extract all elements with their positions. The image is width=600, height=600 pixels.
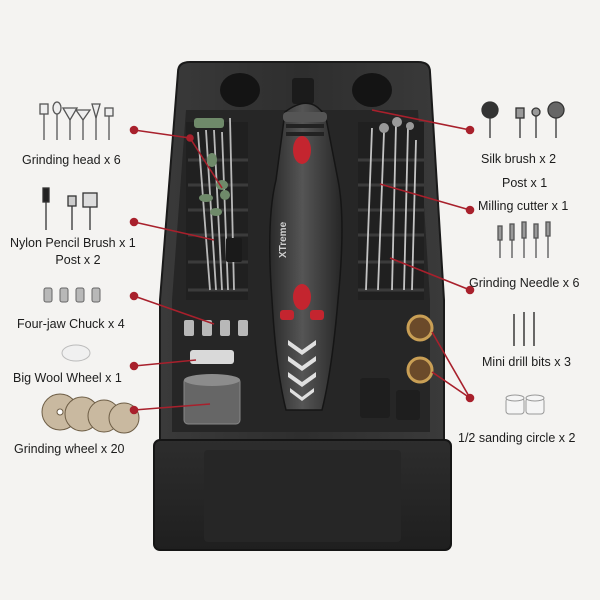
big-wool-wheel-in-case (190, 350, 234, 364)
label-grinding-needle: Grinding Needle x 6 (469, 276, 580, 290)
right-accessory-rack (358, 117, 424, 300)
grinding-head-icon (39, 101, 114, 140)
label-post-left: Post x 2 (55, 253, 101, 267)
nylon-pencil-brush-icon (42, 187, 98, 230)
label-silk-brush: Silk brush x 2 (481, 152, 557, 166)
handle-hole-right (352, 73, 392, 107)
grip-chevrons-icon (288, 340, 316, 401)
rotary-tool: XTreme (269, 102, 343, 411)
label-milling-cutter: Milling cutter x 1 (478, 199, 569, 213)
label-grinding-head: Grinding head x 6 (22, 153, 121, 167)
silk-brush-icon (481, 101, 565, 138)
label-mini-drill-bits: Mini drill bits x 3 (482, 355, 571, 369)
label-four-jaw-chuck: Four-jaw Chuck x 4 (17, 317, 125, 331)
case-sanding-circles (406, 314, 434, 384)
left-accessory-rack (186, 117, 248, 300)
callout-lines (129, 109, 475, 415)
mini-drill-bits-icon (513, 312, 535, 346)
grinding-wheel-icon (41, 393, 140, 434)
big-wool-wheel-icon (61, 344, 91, 362)
handle-hole-left (220, 73, 260, 107)
sanding-circle-icon (505, 394, 545, 415)
label-big-wool-wheel: Big Wool Wheel x 1 (13, 371, 122, 385)
label-sanding-circle: 1/2 sanding circle x 2 (458, 431, 576, 445)
speed-dial-icon (293, 284, 311, 310)
grinding-needle-icon (497, 221, 551, 258)
nylon-pencil-brush (226, 238, 242, 262)
case-slots (360, 378, 420, 420)
label-nylon-pencil-brush: Nylon Pencil Brush x 1 (10, 236, 136, 250)
tool-brand-logo: XTreme (278, 221, 289, 258)
case-small-parts (183, 320, 248, 425)
four-jaw-chuck-icon (43, 287, 101, 303)
power-switch-icon (293, 136, 311, 164)
label-grinding-wheel: Grinding wheel x 20 (14, 442, 125, 456)
label-post-right: Post x 1 (502, 176, 548, 190)
